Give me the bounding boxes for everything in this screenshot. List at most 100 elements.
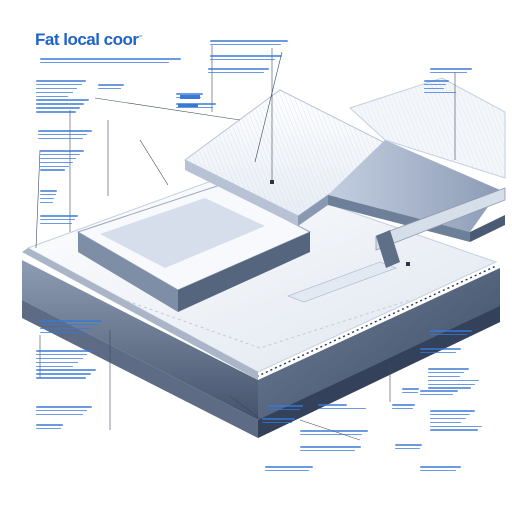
annotation-text-line [40,165,69,168]
annotation-text-line [36,424,64,426]
annotation-text-line [265,466,313,468]
annotation-text-line [300,449,356,452]
annotation-text-line [38,130,92,132]
annotation-note [36,80,91,115]
annotation-text-line [36,427,61,430]
annotation-text-line [424,87,444,90]
annotation-note [395,444,425,452]
annotation-text-line [300,433,362,436]
right-slope-roof [328,77,506,268]
annotation-text-line [392,407,413,410]
annotation-text-line [36,350,93,352]
annotation-text-line [420,390,458,392]
annotation-text-line [420,348,461,350]
annotation-text-line [36,91,73,94]
annotation-text-line [262,421,293,424]
rooftop-box [76,184,312,312]
annotation-text-line [40,323,97,326]
annotation-text-line [424,83,447,86]
annotation-note [98,84,140,92]
annotation-note [40,215,80,227]
annotation-text-line [40,153,81,156]
annotation-text-line [420,351,456,354]
annotation-text-line [40,197,55,200]
box-front [78,232,178,312]
annotation-text-line [210,40,289,42]
annotation-note [430,68,482,76]
annotation-note [424,80,458,96]
right-roof-end-wall [470,215,505,242]
annotation-note [430,410,486,433]
annotation-text-line [430,71,468,74]
annotation-text-line [98,87,122,90]
annotation-note [420,466,478,474]
leader-line [139,139,169,186]
annotation-text-line [424,80,450,82]
annotation-note [176,103,218,111]
annotation-note [40,320,105,336]
annotation-text-line [428,371,465,374]
annotation-note [40,58,188,66]
annotation-text-line [38,137,83,140]
right-roof-eave [328,195,470,242]
annotation-text-line [428,375,461,378]
right-roof-ribs [350,78,505,178]
annotation-text-line [428,383,476,386]
annotation-text-line [40,61,169,64]
annotation-text-line [36,95,69,98]
annotation-text-line [268,405,304,407]
annotation-text-line [36,361,78,364]
annotation-note [210,55,295,63]
annotation-text-line [176,93,203,95]
gutter-channel [375,187,506,251]
annotation-text-line [430,421,462,424]
annotation-text-line [36,373,91,375]
annotation-text-line [428,368,469,370]
annotation-text-line [430,429,478,431]
leader-line [94,97,241,121]
annotation-text-line [36,357,83,360]
annotation-text-line [430,410,475,412]
front-wall [22,260,258,420]
annotation-text-line [40,218,75,221]
left-slope-gable [185,160,298,226]
annotation-text-line [36,369,96,371]
annotation-text-line [208,68,270,70]
detail-marker-icon [270,180,274,184]
annotation-text-line [36,409,88,412]
annotation-note [210,40,302,48]
annotation-note [262,418,298,426]
annotation-text-line [40,150,84,152]
annotation-text-line [36,80,87,82]
annotation-text-line [265,469,309,472]
annotation-text-line [36,413,83,416]
annotation-text-line [36,107,80,109]
annotation-text-line [36,377,86,379]
annotation-text-line [40,169,66,171]
leader-line [229,395,263,421]
annotation-text-line [300,446,362,448]
annotation-note [318,404,368,412]
annotation-note [265,466,315,474]
annotation-text-line [420,393,454,396]
annotation-text-line [262,418,296,420]
annotation-note [420,390,474,398]
annotation-text-line [318,404,347,406]
annotation-text-line [36,103,85,105]
annotation-text-line [428,387,472,389]
annotation-text-line [395,444,422,446]
annotation-text-line [430,68,472,70]
annotation-text-line [98,84,125,86]
gutter-drop [376,230,400,268]
annotation-note [36,406,98,418]
annotation-note [208,68,282,76]
annotation-text-line [318,407,366,410]
annotation-text-line [40,331,87,334]
inner-drain-line [109,294,411,349]
annotation-text-line [36,83,82,86]
annotation-text-line [430,330,472,332]
annotation-note [36,424,66,432]
annotation-note [430,330,482,338]
front-wall-lower [22,300,258,438]
annotation-note [300,446,372,454]
